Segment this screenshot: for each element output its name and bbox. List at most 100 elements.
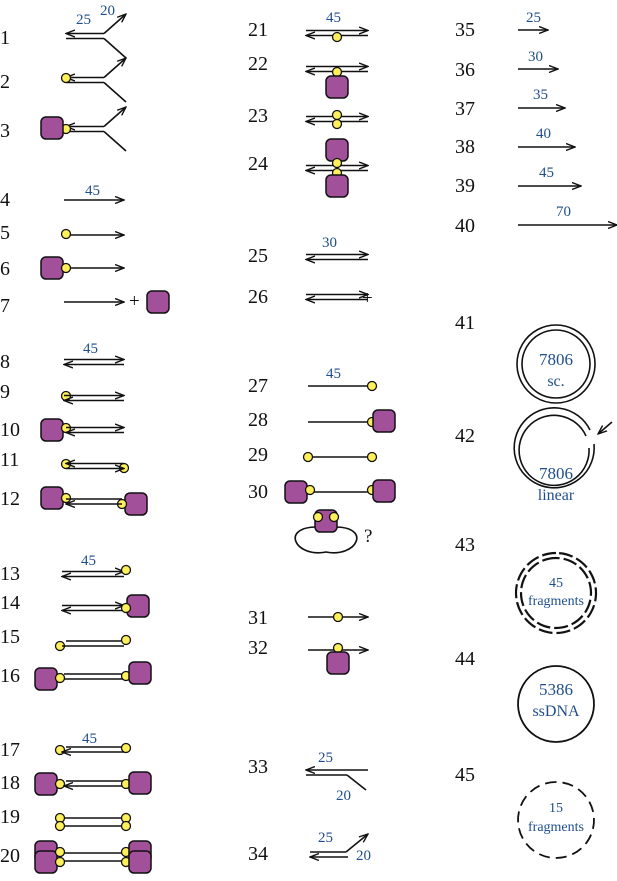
row-number: 35 xyxy=(455,19,475,41)
row-number: 5 xyxy=(0,222,10,244)
biotin-marker xyxy=(331,118,343,130)
row-number: 38 xyxy=(455,136,475,158)
row-number: 43 xyxy=(455,534,475,556)
row-number: 16 xyxy=(0,665,20,687)
row-number: 24 xyxy=(248,153,268,175)
ss-length-30: 30 xyxy=(528,49,543,65)
looped-strand xyxy=(294,526,358,554)
row-numbers: 1234567891011121314151617181920212223242… xyxy=(0,19,475,867)
biotin-marker xyxy=(54,856,66,868)
streptavidin-block xyxy=(284,480,308,504)
biotin-marker xyxy=(54,672,66,684)
row-number: 41 xyxy=(455,312,475,334)
streptavidin-block xyxy=(40,418,64,442)
row-number: 19 xyxy=(0,806,20,828)
strand-arrow xyxy=(103,14,126,35)
streptavidin-block xyxy=(40,116,64,140)
ss-length-40: 40 xyxy=(536,126,551,142)
circle-strand xyxy=(517,665,595,743)
circle-strand xyxy=(517,781,595,859)
streptavidin-block xyxy=(325,138,349,162)
ssdna-label: ssDNA xyxy=(532,703,580,720)
row-number: 1 xyxy=(0,27,10,49)
row-number: 3 xyxy=(0,120,10,142)
streptavidin-block xyxy=(128,661,152,685)
flap-length-20: 20 xyxy=(336,788,351,804)
row-number: 6 xyxy=(0,258,10,280)
row-number: 44 xyxy=(455,648,475,670)
streptavidin-block xyxy=(372,409,396,433)
question-mark: ? xyxy=(364,526,372,547)
row-number: 32 xyxy=(248,637,268,659)
biotin-marker xyxy=(331,157,343,169)
row-number: 10 xyxy=(0,419,20,441)
fragment-count-15: 15 xyxy=(549,801,563,816)
length-label-45: 45 xyxy=(326,366,341,382)
row-number: 2 xyxy=(0,71,10,93)
biotin-marker xyxy=(120,564,132,576)
biotin-marker xyxy=(54,820,66,832)
biotin-marker xyxy=(332,611,344,623)
strand-arrow xyxy=(598,421,613,434)
plus-sign: + xyxy=(129,291,140,312)
plasmid-size-7806: 7806 xyxy=(539,464,573,483)
strand-arrow xyxy=(345,834,368,853)
streptavidin-block xyxy=(124,492,148,516)
plasmid-size-7806: 7806 xyxy=(539,350,573,369)
fork-length-25: 25 xyxy=(318,830,333,846)
row-number: 23 xyxy=(248,105,268,127)
row-number: 36 xyxy=(455,59,475,81)
biotin-marker xyxy=(331,109,343,121)
biotin-marker xyxy=(302,451,314,463)
biotin-marker xyxy=(60,262,72,274)
streptavidin-block xyxy=(128,850,152,874)
row-number: 31 xyxy=(248,607,268,629)
flap-length-25: 25 xyxy=(318,750,333,766)
length-label-45: 45 xyxy=(326,10,341,26)
row-number: 37 xyxy=(455,98,475,120)
fragment-count-45: 45 xyxy=(549,576,563,591)
row-number: 42 xyxy=(455,425,475,447)
row-number: 27 xyxy=(248,375,268,397)
length-label-45: 45 xyxy=(81,553,96,569)
row-number: 26 xyxy=(248,286,268,308)
row-number: 12 xyxy=(0,488,20,510)
circle-strand xyxy=(514,551,598,635)
plus-sign: + xyxy=(362,288,373,309)
biotin-marker xyxy=(312,511,324,523)
biotin-marker xyxy=(331,31,343,43)
streptavidin-block xyxy=(34,772,58,796)
row-number: 22 xyxy=(248,53,268,75)
biotin-marker xyxy=(54,778,66,790)
fragments-label: fragments xyxy=(528,594,584,609)
plasmid-labels: 7806 sc. 7806 linear 45 fragments 5386 s… xyxy=(528,350,584,835)
circle-strand xyxy=(513,407,595,489)
row-number: 30 xyxy=(248,481,268,503)
biotin-marker xyxy=(328,511,340,523)
row-number: 8 xyxy=(0,351,10,373)
streptavidin-block xyxy=(40,486,64,510)
biotin-marker xyxy=(366,380,378,392)
circle-strand xyxy=(521,329,591,399)
row-number: 13 xyxy=(0,563,20,585)
length-label-45: 45 xyxy=(82,731,97,747)
circle-strand xyxy=(519,556,593,630)
biotin-marker xyxy=(120,742,132,754)
plasmid-form-sc: sc. xyxy=(547,373,564,390)
streptavidin-block xyxy=(325,174,349,198)
streptavidin-block xyxy=(128,771,152,795)
length-label-45: 45 xyxy=(85,183,100,199)
row-number: 15 xyxy=(0,626,20,648)
row-number: 14 xyxy=(0,592,20,614)
length-label-30: 30 xyxy=(322,235,337,251)
streptavidin-block xyxy=(372,479,396,503)
row-number: 11 xyxy=(0,449,19,471)
ss-length-35: 35 xyxy=(533,87,548,103)
strand-line xyxy=(346,774,367,791)
fork-length-20: 20 xyxy=(100,3,115,19)
biotin-marker xyxy=(332,642,344,654)
ssdna-size-5386: 5386 xyxy=(539,680,573,699)
biotin-marker xyxy=(120,634,132,646)
streptavidin-block xyxy=(146,290,170,314)
